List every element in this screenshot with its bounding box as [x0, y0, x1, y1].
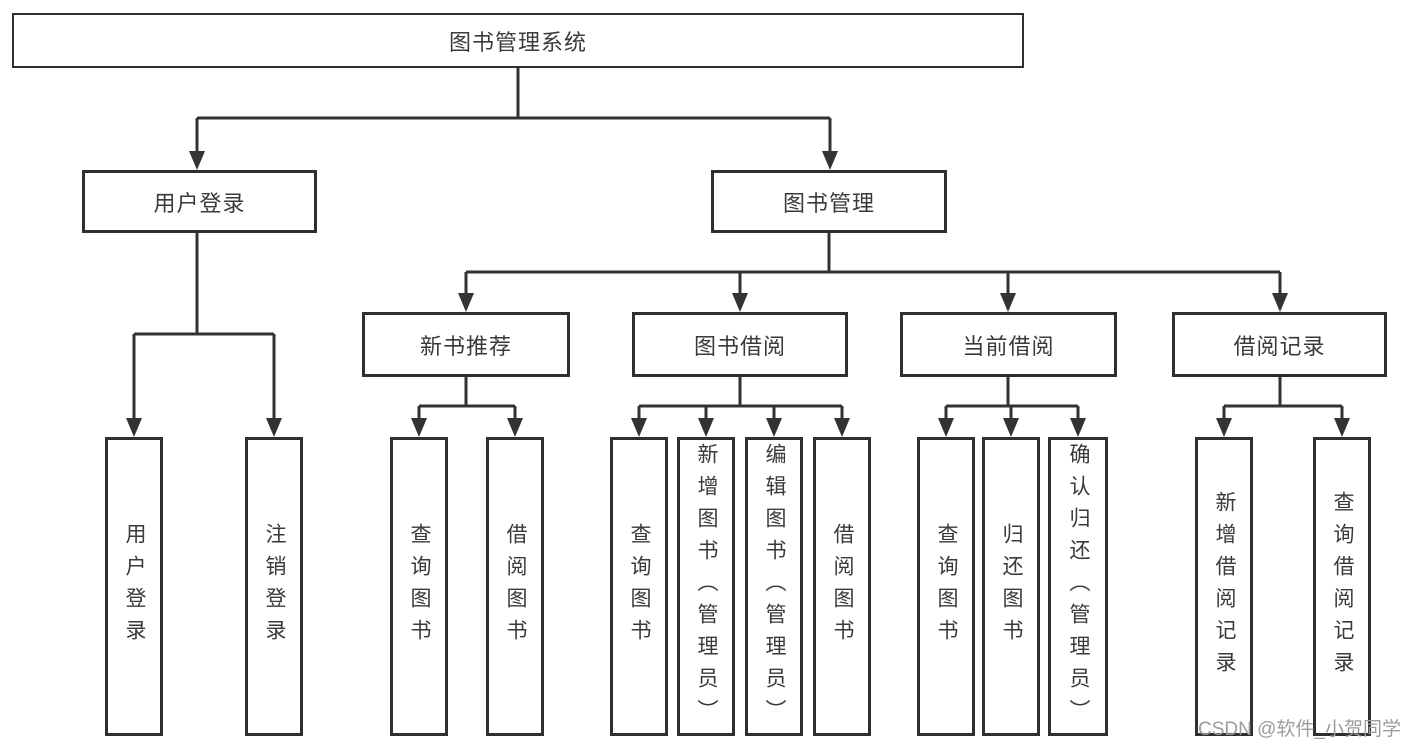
node-current-borrow: 当前借阅 [900, 312, 1117, 377]
connector-user-login-to-children [126, 233, 282, 437]
node-label: 用户登录 [123, 522, 146, 651]
leaf-query-books-2: 查询图书 [610, 437, 668, 736]
leaf-query-books-1: 查询图书 [390, 437, 448, 736]
connector-current-borrow-to-children [938, 377, 1086, 437]
connector-book-mgmt-to-level2 [458, 233, 1288, 312]
connector-root-to-level1 [189, 68, 838, 170]
leaf-query-borrow-record: 查询借阅记录 [1313, 437, 1371, 736]
node-label: 借阅图书 [831, 522, 854, 651]
node-label: 图书借阅 [693, 333, 786, 359]
node-label: 注销登录 [263, 522, 286, 651]
node-label: 图书管理 [782, 190, 875, 216]
node-label: 确认归还（管理员） [1067, 442, 1090, 731]
leaf-add-books-admin: 新增图书（管理员） [677, 437, 735, 736]
node-label: 新书推荐 [419, 333, 512, 359]
node-label: 当前借阅 [962, 333, 1055, 359]
watermark: CSDN @软件_小贺同学 [1198, 719, 1401, 740]
node-label: 借阅记录 [1233, 333, 1326, 359]
node-label: 归还图书 [1000, 522, 1023, 651]
leaf-return-books: 归还图书 [982, 437, 1040, 736]
node-book-management: 图书管理 [711, 170, 947, 233]
leaf-confirm-return-admin: 确认归还（管理员） [1048, 437, 1108, 736]
node-library-system: 图书管理系统 [12, 13, 1024, 68]
node-label: 图书管理系统 [448, 29, 587, 55]
node-new-book-recommend: 新书推荐 [362, 312, 570, 377]
node-label: 查询图书 [935, 522, 958, 651]
node-book-borrow: 图书借阅 [632, 312, 848, 377]
connector-book-borrow-to-children [631, 377, 850, 437]
node-label: 用户登录 [153, 190, 246, 216]
leaf-edit-books-admin: 编辑图书（管理员） [745, 437, 803, 736]
leaf-borrow-books-2: 借阅图书 [813, 437, 871, 736]
leaf-user-login: 用户登录 [105, 437, 163, 736]
leaf-query-books-3: 查询图书 [917, 437, 975, 736]
node-label: 编辑图书（管理员） [763, 442, 786, 731]
node-borrow-records: 借阅记录 [1172, 312, 1387, 377]
node-label: 借阅图书 [504, 522, 527, 651]
connector-new-book-to-children [411, 377, 523, 437]
leaf-logout: 注销登录 [245, 437, 303, 736]
node-label: 查询图书 [408, 522, 431, 651]
node-label: 新增图书（管理员） [695, 442, 718, 731]
leaf-add-borrow-record: 新增借阅记录 [1195, 437, 1253, 736]
node-label: 查询借阅记录 [1331, 490, 1354, 683]
node-label: 新增借阅记录 [1213, 490, 1236, 683]
node-label: 查询图书 [628, 522, 651, 651]
leaf-borrow-books-1: 借阅图书 [486, 437, 544, 736]
node-user-login: 用户登录 [82, 170, 317, 233]
connector-borrow-records-to-children [1216, 377, 1350, 437]
